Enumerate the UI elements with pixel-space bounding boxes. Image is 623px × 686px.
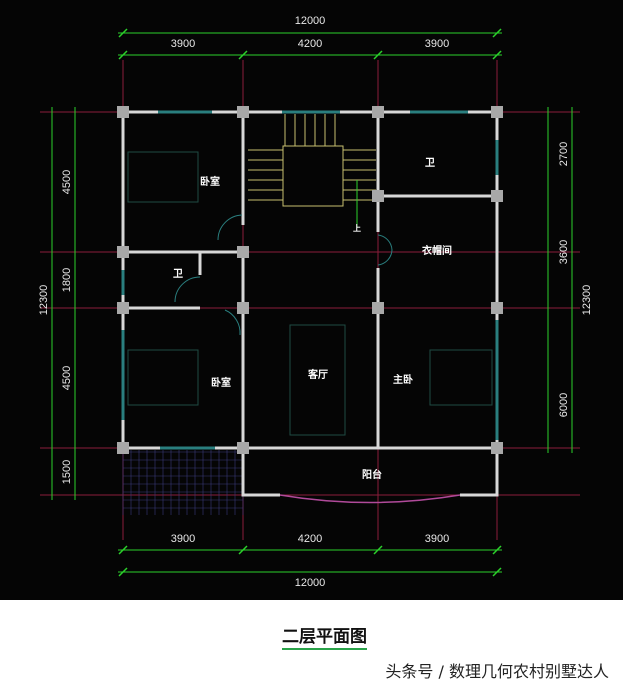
column xyxy=(491,190,503,202)
caption-area xyxy=(0,600,623,686)
room-label-bath-w: 卫 xyxy=(173,268,183,280)
windows xyxy=(121,110,499,450)
dim-left-2: 1800 xyxy=(61,268,73,292)
dim-left-4: 1500 xyxy=(61,460,73,484)
column xyxy=(117,246,129,258)
axis-grid xyxy=(40,60,580,540)
column xyxy=(372,190,384,202)
dim-bottom-3: 3900 xyxy=(425,533,449,545)
column xyxy=(237,302,249,314)
dim-left-3: 4500 xyxy=(61,366,73,390)
furniture xyxy=(127,151,493,436)
room-label-bedroom-sw: 卧室 xyxy=(211,376,231,389)
room-label-balcony: 阳台 xyxy=(362,468,382,481)
column xyxy=(237,442,249,454)
room-label-bedroom-nw: 卧室 xyxy=(200,175,220,188)
column xyxy=(117,106,129,118)
dimension-lines xyxy=(51,28,573,577)
dim-right-2: 3600 xyxy=(558,240,570,264)
drawing-title: 二层平面图 xyxy=(282,622,367,650)
dim-top-total: 12000 xyxy=(295,15,326,27)
column xyxy=(372,106,384,118)
dim-top-2: 4200 xyxy=(298,38,322,50)
dim-top-1: 3900 xyxy=(171,38,195,50)
dim-bottom-total: 12000 xyxy=(295,577,326,589)
dim-bottom-1: 3900 xyxy=(171,533,195,545)
watermark: 头条号 / 数理几何农村别墅达人 xyxy=(385,662,609,681)
column xyxy=(491,442,503,454)
dim-top-3: 3900 xyxy=(425,38,449,50)
doors xyxy=(174,214,393,336)
floor-plan-drawing: 12000 3900 4200 3900 3900 4200 3900 1200… xyxy=(38,15,593,589)
walls xyxy=(121,110,499,497)
room-label-master: 主卧 xyxy=(393,373,413,386)
column xyxy=(491,106,503,118)
staircase xyxy=(248,114,376,207)
dim-bottom-2: 4200 xyxy=(298,533,322,545)
room-label-bath-ne: 卫 xyxy=(425,157,435,169)
balcony-curved-rail xyxy=(279,494,461,504)
column xyxy=(117,442,129,454)
column xyxy=(237,246,249,258)
columns xyxy=(117,106,503,454)
dim-right-3: 6000 xyxy=(558,393,570,417)
dim-right-total: 12300 xyxy=(581,285,593,316)
dim-left-1: 4500 xyxy=(61,170,73,194)
column xyxy=(372,302,384,314)
room-label-living: 客厅 xyxy=(307,368,328,381)
stair-up-label: 上 xyxy=(353,223,361,233)
column xyxy=(237,106,249,118)
dim-right-1: 2700 xyxy=(558,142,570,166)
column xyxy=(491,302,503,314)
dim-left-total: 12300 xyxy=(38,285,50,316)
column xyxy=(117,302,129,314)
terrace-tile-hatch xyxy=(122,450,244,515)
room-label-cloakroom: 衣帽间 xyxy=(422,244,452,257)
